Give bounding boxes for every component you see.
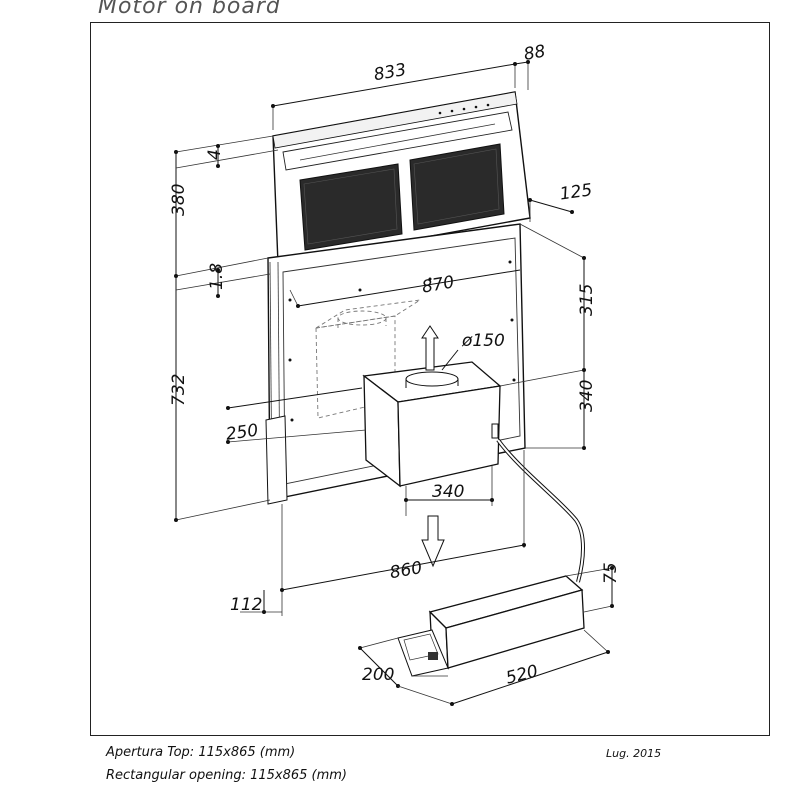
airflow-down-arrow-icon (421, 515, 445, 568)
dim-transformer-height: 75 (601, 562, 621, 584)
dim-visible-height: 380 (169, 184, 189, 216)
dim-motor-depth: 340 (577, 380, 597, 412)
dim-height-body: 732 (169, 374, 189, 406)
dim-gap: 1.8 (207, 263, 227, 290)
drawing-frame (90, 22, 770, 736)
dim-base-depth: 112 (230, 595, 262, 615)
grease-filter-left (299, 163, 403, 251)
transformer-unit (397, 575, 585, 677)
motor-box (362, 325, 502, 488)
grease-filter-right (409, 143, 505, 231)
dim-motor-width: 340 (432, 482, 464, 502)
dim-lid-thickness: 4 (205, 149, 225, 160)
dim-transformer-width: 520 (504, 661, 540, 688)
opening-note-english: Rectangular opening: 115x865 (mm) (106, 768, 348, 783)
dim-width-top: 833 (372, 60, 407, 85)
dim-panel-depth: 250 (225, 421, 260, 445)
dim-width-bottom: 860 (388, 558, 423, 583)
dim-transformer-depth: 200 (362, 665, 394, 685)
page-title: Motor on board (98, 0, 281, 19)
dim-depth-upper: 315 (577, 284, 597, 316)
dim-side-offset: 125 (559, 180, 594, 204)
dim-duct-diameter: ø150 (461, 331, 505, 351)
airflow-up-arrow-icon (421, 325, 439, 371)
drawing-date: Lug. 2015 (606, 747, 662, 760)
dimension-lines (174, 60, 614, 706)
opening-note-italian: Apertura Top: 115x865 (mm) (106, 745, 296, 760)
dim-offset-top: 88 (522, 41, 547, 64)
